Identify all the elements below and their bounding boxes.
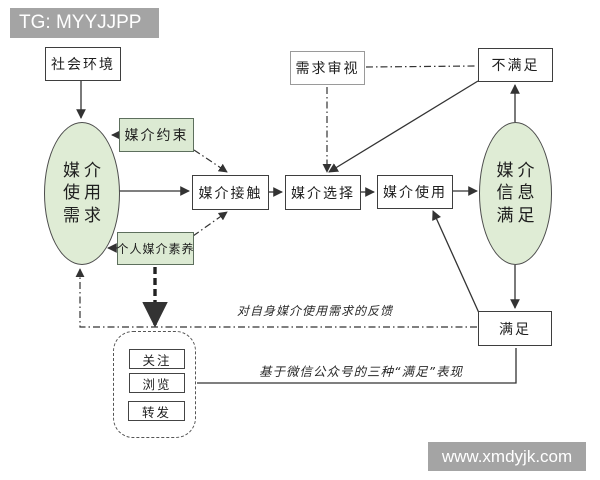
media-info-satisfaction-line1: 媒介: [496, 160, 539, 181]
dashdot-constraint-to-contact: [193, 149, 228, 173]
media-info-satisfaction-line2: 信息: [496, 183, 539, 204]
media-use-needs-line3: 需求: [63, 205, 105, 226]
label-feedback: 对自身媒介使用需求的反馈: [236, 304, 393, 318]
node-media-selection: 媒介选择: [285, 175, 361, 210]
media-use-needs-line2: 使用: [63, 183, 105, 204]
media-use-needs-line1: 媒介: [63, 160, 105, 181]
media-info-satisfaction-line3: 满足: [496, 205, 539, 226]
behaviors-cluster: [113, 331, 196, 438]
node-browse: 浏览: [129, 373, 185, 393]
node-media-contact: 媒介接触: [192, 175, 269, 210]
node-media-use-needs: 媒介 使用 需求: [44, 122, 120, 265]
node-media-info-satisfaction: 媒介 信息 满足: [479, 122, 552, 265]
node-forward: 转发: [128, 401, 185, 421]
label-basis: 基于微信公众号的三种“满足”表现: [259, 364, 463, 379]
node-social-environment: 社会环境: [45, 47, 121, 81]
node-satisfied: 满足: [478, 311, 552, 346]
node-follow: 关注: [129, 349, 185, 369]
node-not-satisfied: 不满足: [478, 48, 553, 82]
connector-behaviors-to-satisfied: [197, 348, 517, 384]
dashdot-feedback-satisfied-to-needs: [75, 268, 477, 328]
arrow-notsatisfied-to-selection: [328, 80, 479, 173]
node-need-review: 需求审视: [290, 51, 365, 85]
node-media-use: 媒介使用: [377, 175, 453, 209]
node-personal-media-literacy: 个人媒介素养: [117, 232, 194, 265]
watermark-top: TG: MYYJJPP: [10, 8, 159, 38]
dashdot-review-to-notsatisfied: [365, 65, 477, 68]
node-media-constraint: 媒介约束: [119, 118, 194, 152]
arrow-satisfied-to-use: [432, 210, 480, 314]
dashdot-literacy-to-contact: [192, 211, 228, 237]
watermark-bottom: www.xmdyjk.com: [428, 442, 586, 471]
